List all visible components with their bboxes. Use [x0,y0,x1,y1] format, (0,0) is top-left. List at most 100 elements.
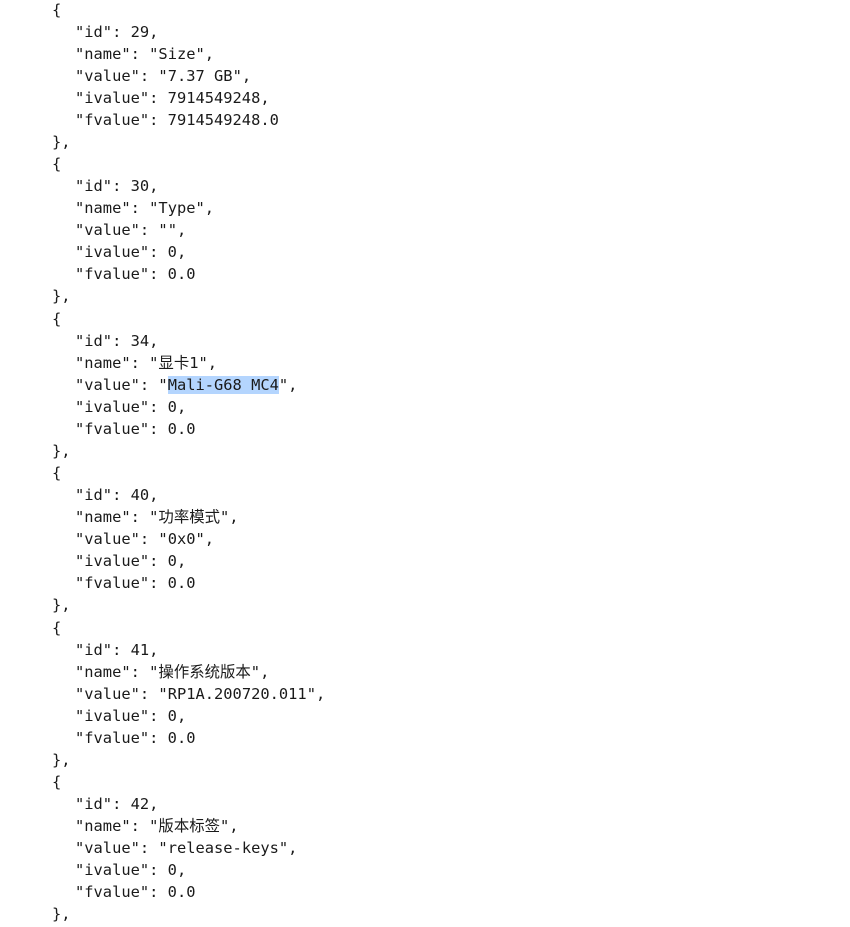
json-punctuation: " [149,508,159,527]
json-punctuation: " [198,353,208,372]
json-brace: { [52,155,62,174]
json-line-ivalue: "ivalue": 0, [52,705,186,727]
json-key: "value": [75,67,159,85]
json-key: "ivalue": [75,552,168,571]
json-punctuation: , [149,795,159,813]
json-punctuation: " [278,375,289,394]
json-punctuation: " [158,221,168,240]
json-punctuation: " [149,662,159,681]
json-brace: }, [52,596,71,615]
json-id-value: 41 [130,640,150,659]
json-brace: }, [52,905,71,923]
json-key: "value": [75,221,159,240]
json-key: "ivalue": [75,861,168,879]
json-close-brace: }, [52,749,71,771]
json-punctuation: " [158,375,168,394]
json-ivalue-value: 7914549248 [167,89,261,107]
json-punctuation: , [176,861,187,879]
json-punctuation: " [149,45,159,63]
json-line-name: "name": "显卡1", [52,352,217,374]
json-line-name: "name": "Size", [52,43,214,65]
json-punctuation: " [195,45,205,63]
json-punctuation: " [149,817,159,835]
json-key: "name": [75,45,150,63]
json-fvalue-value: 0.0 [167,265,196,284]
json-punctuation: , [176,397,187,416]
json-brace: }, [52,750,71,769]
json-line-fvalue: "fvalue": 0.0 [52,727,195,749]
json-punctuation: " [158,684,168,703]
json-punctuation: , [260,89,270,107]
json-name-value: 功率模式 [158,508,220,527]
json-line-fvalue: "fvalue": 0.0 [52,881,195,903]
json-brace: { [52,618,62,637]
json-punctuation: " [158,67,168,85]
json-open-brace: { [52,617,61,639]
json-line-name: "name": "Type", [52,197,214,219]
json-punctuation: , [260,662,270,681]
json-line-value: "value": "7.37 GB", [52,65,251,87]
json-punctuation: " [158,530,168,549]
json-key: "ivalue": [75,706,168,725]
json-close-brace: }, [52,440,71,462]
json-line-id: "id": 40, [52,484,158,506]
json-id-value: 40 [130,486,150,505]
json-punctuation: , [204,199,215,218]
json-key: "name": [75,199,150,218]
json-punctuation: " [220,508,230,527]
json-fvalue-value: 0.0 [167,574,196,593]
json-key: "value": [75,839,159,857]
json-key: "id": [75,23,131,41]
json-value-value: 0x0 [167,530,196,549]
json-punctuation: , [149,177,159,196]
json-punctuation: , [229,508,239,527]
json-fvalue-value: 0.0 [167,728,196,747]
json-punctuation: , [288,839,298,857]
json-line-fvalue: "fvalue": 0.0 [52,263,195,285]
json-punctuation: " [306,684,316,703]
json-id-value: 30 [130,177,150,196]
json-fvalue-value: 7914549248.0 [167,111,279,129]
json-name-value: 显卡1 [158,353,199,372]
json-ivalue-value: 0 [167,397,177,416]
json-punctuation: , [288,375,298,394]
json-line-value: "value": "Mali-G68 MC4", [52,374,297,396]
json-key: "value": [75,530,159,549]
json-close-brace: }, [52,903,71,925]
json-punctuation: " [195,199,205,218]
json-id-value: 42 [130,795,150,813]
json-key: "value": [75,375,159,394]
json-key: "fvalue": [75,265,168,284]
json-brace: { [52,309,62,328]
json-name-value: 操作系统版本 [158,662,251,681]
json-key: "id": [75,331,131,350]
json-line-id: "id": 29, [52,21,158,43]
json-key: "id": [75,177,131,196]
json-punctuation: , [204,45,215,63]
json-punctuation: , [149,640,159,659]
json-key: "name": [75,662,150,681]
json-key: "id": [75,795,131,813]
json-line-ivalue: "ivalue": 0, [52,859,186,881]
json-line-name: "name": "操作系统版本", [52,661,269,683]
json-value-value: RP1A.200720.011 [167,684,307,703]
json-punctuation: , [229,817,239,835]
json-line-id: "id": 34, [52,330,158,352]
json-key: "fvalue": [75,419,168,438]
json-key: "ivalue": [75,89,168,107]
json-punctuation: , [149,23,159,41]
json-line-id: "id": 30, [52,175,158,197]
json-open-brace: { [52,0,61,21]
json-punctuation: " [250,662,261,681]
json-punctuation: " [232,67,242,85]
json-key: "id": [75,486,131,505]
json-punctuation: , [176,221,187,240]
json-key: "name": [75,817,150,835]
json-brace: }, [52,133,71,151]
json-line-name: "name": "功率模式", [52,506,239,528]
json-line-value: "value": "", [52,219,186,241]
json-brace: }, [52,287,71,306]
json-punctuation: , [176,706,187,725]
json-line-id: "id": 42, [52,793,158,815]
